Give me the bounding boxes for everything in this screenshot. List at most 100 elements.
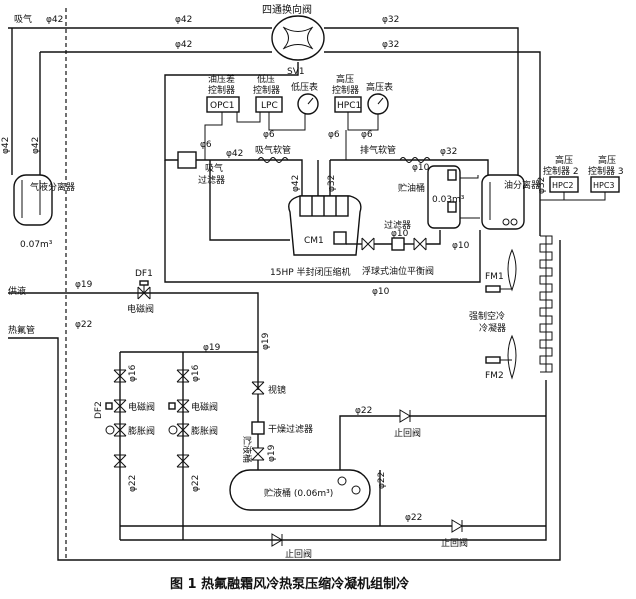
check-valve-1 — [399, 409, 411, 423]
hot-gas-label: 热氟管 — [8, 324, 35, 336]
solenoid-valve-3[interactable] — [176, 399, 190, 413]
receiver-inlet-pipe — [339, 415, 400, 470]
opc-line — [204, 112, 223, 160]
hpc3-label: 控制器 3 — [588, 165, 624, 177]
discharge-hose-label: 排气软管 — [360, 144, 396, 156]
fan-fm2 — [485, 334, 517, 380]
pipe-size-label: φ42 — [226, 149, 243, 159]
oil-return-pipe — [164, 160, 481, 283]
pipe-size-label: φ10 — [391, 229, 409, 239]
opc1-controller — [206, 96, 240, 113]
lpc-line — [268, 112, 306, 131]
pipe-size-label: φ6 — [263, 130, 275, 140]
hpc2-text: HPC2 — [552, 181, 574, 190]
pipe-size-label: φ6 — [200, 140, 212, 150]
hpc1-label: 高压 — [336, 73, 354, 85]
float-filter — [391, 237, 405, 251]
suction-hose-label: 吸气软管 — [255, 144, 291, 156]
pipe-to-oil-sep-top — [324, 27, 519, 185]
liquid-receiver — [229, 469, 371, 511]
four-way-valve-label: 四通换向阀 — [262, 3, 312, 16]
valve-icon — [361, 237, 375, 251]
lpc-label: 控制器 — [253, 84, 280, 96]
discharge-pipe — [330, 159, 489, 175]
pipe-size-label: φ42 — [1, 137, 11, 154]
liquid-receiver-label: 贮液桶 (0.06m³) — [264, 487, 333, 499]
pipe-size-label: φ32 — [327, 175, 337, 192]
four-way-valve[interactable] — [271, 15, 325, 61]
pipe-size-label: φ19 — [75, 280, 93, 290]
sv1-label: SV1 — [287, 67, 305, 77]
pipe-y52-right — [324, 51, 541, 190]
hpc1-text: HPC1 — [337, 101, 361, 111]
valve-icon — [176, 454, 190, 468]
hpc2-label: 控制器 2 — [543, 165, 579, 177]
dry-filter — [251, 421, 265, 435]
pipe-4way-to-filter — [164, 62, 299, 161]
fm1-label: FM1 — [485, 272, 504, 282]
pipe-size-label: φ22 — [377, 472, 387, 489]
pipe-size-label: φ10 — [372, 287, 390, 297]
solenoid-valve-df1[interactable] — [137, 280, 151, 300]
suction-gas-label: 吸气 — [14, 13, 32, 25]
pipe-size-label: φ32 — [382, 40, 399, 50]
pipe-size-label: φ32 — [382, 15, 399, 25]
receiver-short-label: 贮液桶 — [241, 436, 253, 463]
hpc2-label: 高压 — [555, 154, 573, 166]
supply-liquid-label: 供液 — [8, 285, 26, 297]
check-valve-3-label: 止回阀 — [285, 548, 312, 560]
opc-label: 控制器 — [208, 84, 235, 96]
supply-liquid-pipe — [8, 292, 259, 390]
pipe-size-label: φ22 — [75, 320, 92, 330]
lpc-label: 低压 — [257, 73, 275, 85]
expansion-2-label: 膨胀阀 — [191, 425, 218, 437]
pipe-size-label: φ42 — [175, 40, 192, 50]
discharge-hose-coil — [399, 157, 431, 163]
suction-filter-label: 吸气 — [205, 162, 223, 174]
suction-hose-pipe — [196, 159, 303, 192]
pipe-size-label: φ22 — [191, 475, 201, 492]
expansion-valve-1[interactable] — [113, 423, 127, 437]
high-gauge-label: 高压表 — [366, 81, 393, 93]
solenoid-1-label: 电磁阀 — [127, 303, 154, 315]
pipe-size-label: φ32 — [440, 147, 457, 157]
opc1-text: OPC1 — [210, 101, 235, 111]
condenser-coil — [539, 235, 547, 373]
filter-label: 过滤器 — [384, 219, 411, 231]
gas-liquid-separator — [13, 174, 53, 226]
pipe-size-label: φ6 — [361, 130, 373, 140]
expansion-valve-2[interactable] — [176, 423, 190, 437]
pipe-size-label: φ22 — [355, 406, 372, 416]
fm2-label: FM2 — [485, 371, 504, 381]
compressor-cm1 — [288, 195, 362, 256]
sight-glass-icon — [251, 381, 265, 395]
pipe-size-label: φ19 — [203, 343, 221, 353]
suction-filter-label: 过滤器 — [198, 174, 225, 186]
pipe-size-label: φ42 — [175, 15, 192, 25]
check-valve-2 — [451, 519, 463, 533]
solenoid-valve-df2[interactable] — [113, 399, 127, 413]
df2-label: DF2 — [94, 401, 104, 419]
lpc-text: LPC — [261, 101, 278, 111]
hot-gas-pipe — [8, 240, 561, 561]
hpc3-text: HPC3 — [593, 181, 615, 190]
valve-icon — [113, 369, 127, 383]
hpc1-label: 控制器 — [332, 84, 359, 96]
pipe-size-label: φ22 — [405, 513, 422, 523]
cm1-label: CM1 — [304, 236, 324, 246]
figure-caption: 图 1 热氟融霜风冷热泵压缩冷凝机组制冷 — [170, 576, 409, 592]
dry-filter-label: 干燥过滤器 — [268, 423, 313, 435]
fan-fm1 — [485, 248, 517, 293]
valve-icon — [413, 237, 427, 251]
separator-label: 气液分离器 — [30, 181, 75, 193]
check-valve-1-label: 止回阀 — [394, 427, 421, 439]
float-valve-label: 浮球式油位平衡阀 — [362, 265, 434, 277]
condenser-label: 强制空冷 — [469, 310, 505, 322]
suction-hose-coil — [257, 157, 289, 163]
oil-separator — [481, 174, 525, 230]
expansion-1-label: 膨胀阀 — [128, 425, 155, 437]
oil-reservoir-label: 贮油桶 — [398, 182, 425, 194]
pipe-size-label: φ22 — [128, 475, 138, 492]
compressor-pipes — [301, 160, 331, 200]
